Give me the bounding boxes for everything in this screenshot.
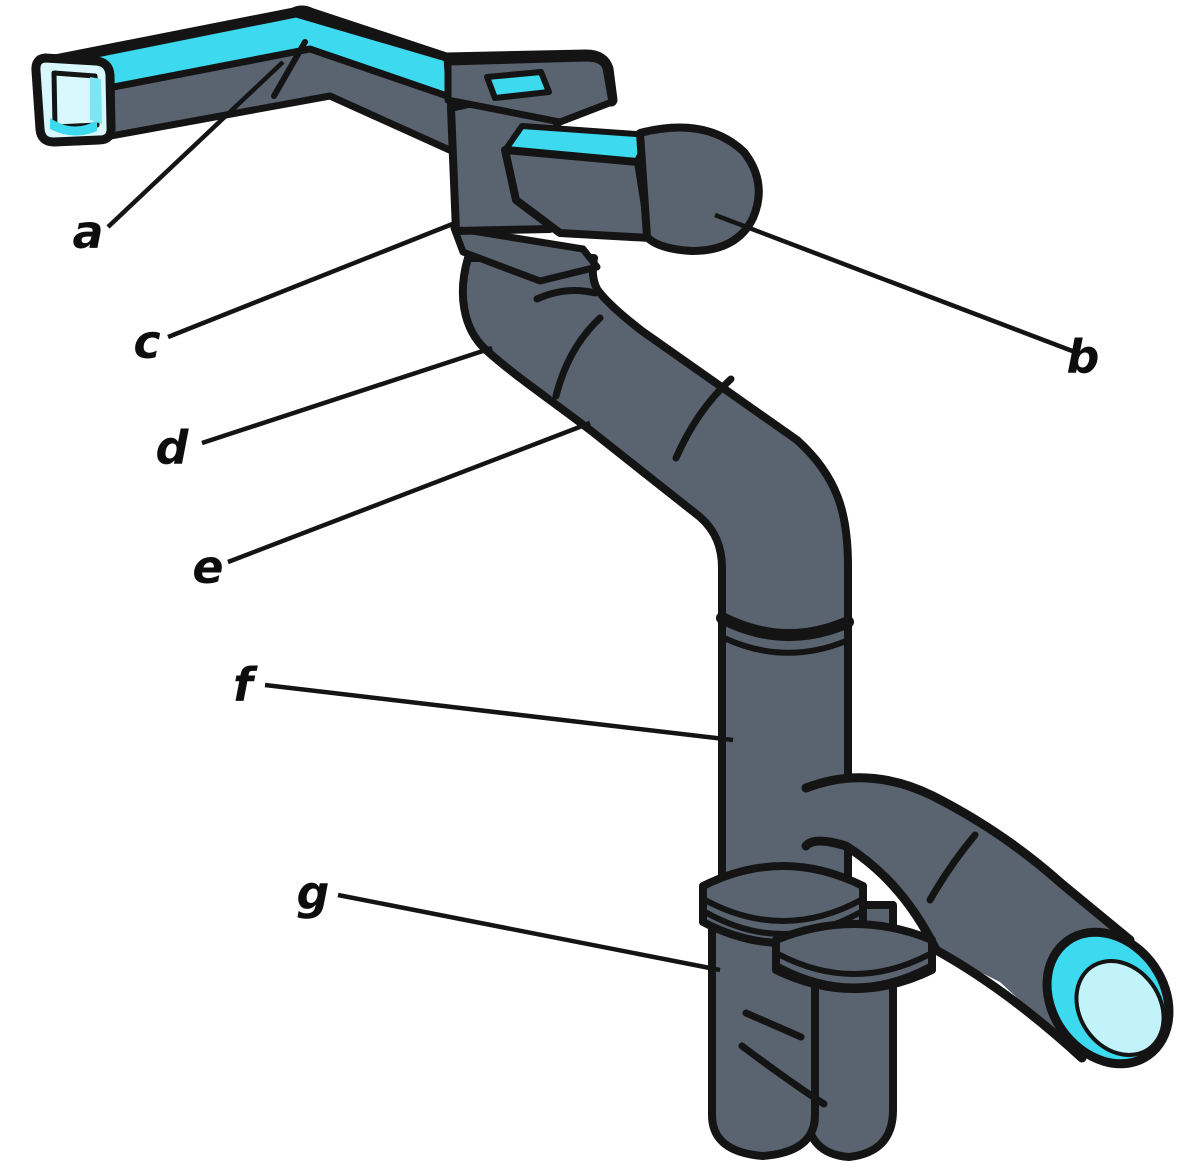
ring-upper-ridge-1 bbox=[702, 897, 864, 924]
s-bend-downpipe bbox=[458, 254, 852, 934]
leader-line-c bbox=[167, 220, 456, 340]
ring-lower-ridge-1 bbox=[775, 951, 933, 977]
pipe-seam-mid bbox=[672, 375, 735, 462]
channel-joint-seam bbox=[271, 39, 308, 99]
leader-line-a bbox=[106, 60, 285, 229]
leader-line-f bbox=[264, 682, 734, 743]
label-g: g bbox=[297, 866, 330, 920]
leader-line-b bbox=[714, 212, 1076, 355]
label-e: e bbox=[192, 540, 223, 594]
funnel-neck bbox=[450, 224, 601, 285]
pipe-joint-band bbox=[716, 612, 854, 641]
label-a: a bbox=[72, 205, 103, 259]
ring-lower-ridge-2 bbox=[777, 964, 931, 990]
trap-body-tube bbox=[708, 921, 819, 1160]
hopper-slot-opening bbox=[484, 69, 552, 101]
outlet-bottom-edge bbox=[931, 945, 1087, 1063]
elbow-outer-edge bbox=[801, 773, 1135, 945]
pipe-seam-top bbox=[533, 287, 599, 303]
channel-opening-water bbox=[50, 118, 97, 136]
outlet-seam bbox=[926, 831, 979, 904]
compression-ring-lower bbox=[772, 920, 936, 993]
label-f: f bbox=[233, 658, 258, 712]
channel-opening-side-shade bbox=[90, 77, 102, 124]
leader-line-e bbox=[227, 420, 591, 565]
leader-line-d bbox=[201, 345, 493, 446]
outlet-opening-inner bbox=[1074, 959, 1166, 1057]
label-c: c bbox=[133, 315, 160, 369]
overflow-end-cap bbox=[636, 123, 763, 255]
elbow-inner-edge bbox=[801, 836, 941, 955]
label-b: b bbox=[1067, 330, 1100, 384]
label-d: d bbox=[156, 421, 190, 475]
overflow-cap-seam bbox=[636, 129, 651, 241]
leader-line-g bbox=[337, 892, 721, 973]
pipe-seam-upper bbox=[552, 314, 604, 400]
pipe-joint-band-lower bbox=[721, 635, 849, 656]
trap-shading-line-2 bbox=[738, 1042, 828, 1108]
trap-shading-line-1 bbox=[742, 1009, 805, 1041]
